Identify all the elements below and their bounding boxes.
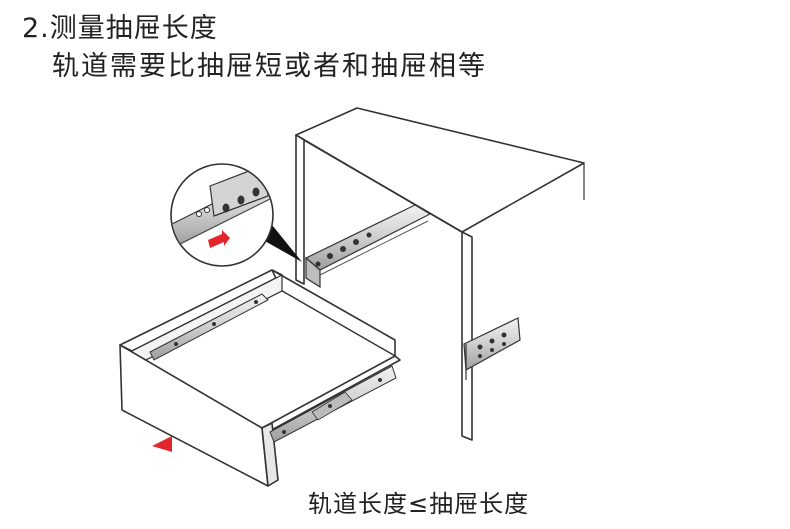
cabinet-left-rail [304, 204, 432, 289]
cabinet [295, 107, 585, 441]
cabinet-top [295, 107, 585, 233]
zoom-red-arrow-icon [208, 230, 230, 248]
drawer-right-rail [269, 365, 397, 443]
step-title: 2.测量抽屉长度 [22, 13, 218, 44]
zoom-callout [170, 163, 274, 267]
length-rule-caption: 轨道长度≤抽屉长度 [308, 490, 530, 518]
drawer-left-rail [149, 293, 269, 361]
cabinet-left-side [295, 134, 305, 285]
instruction-text: 轨道需要比抽屉短或者和抽屉相等 [52, 51, 487, 82]
cabinet-right-rail [463, 317, 521, 380]
drawer-direction-arrow [152, 436, 172, 452]
cabinet-right-side [461, 231, 473, 441]
